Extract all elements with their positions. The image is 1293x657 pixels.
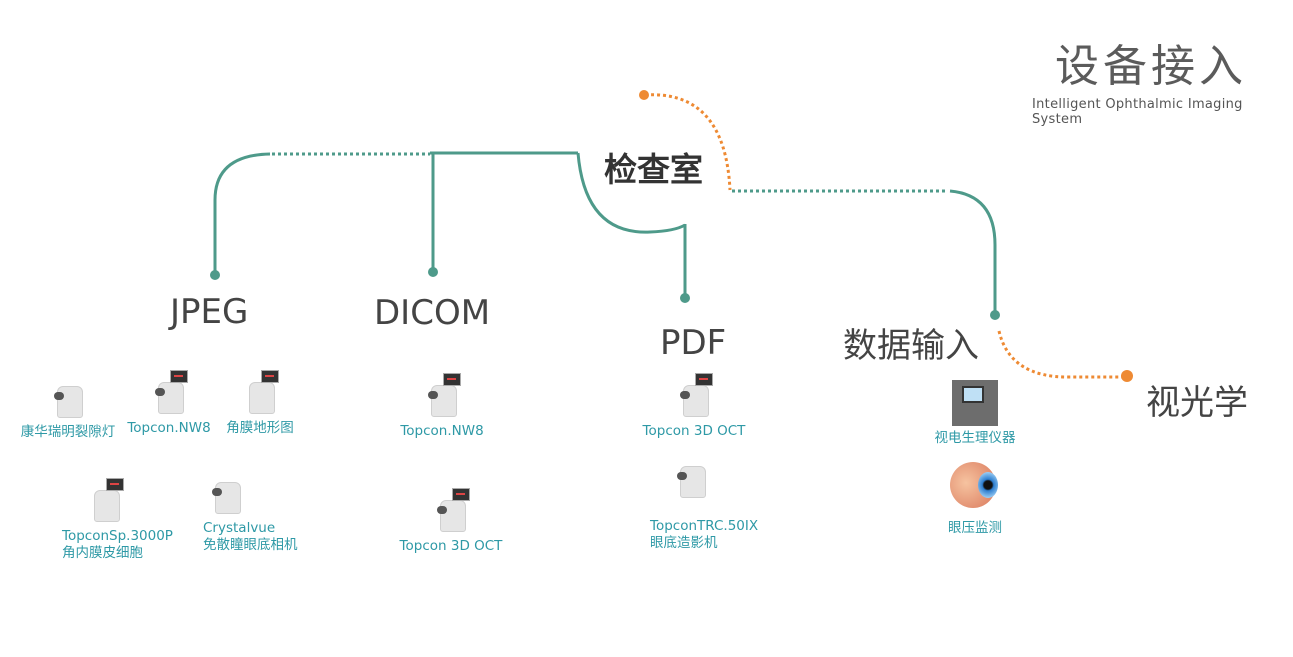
device-topcon-nw8[interactable]: Topcon.NW8 <box>123 368 215 437</box>
specular-microscope-icon <box>84 476 126 524</box>
jpeg-node-dot <box>210 270 220 280</box>
fundus-camera-icon <box>148 368 190 416</box>
jpeg-connector <box>213 152 271 275</box>
device-dicom-topcon-nw8[interactable]: Topcon.NW8 <box>390 371 494 440</box>
device-label-secondary: 免散瞳眼底相机 <box>203 537 298 553</box>
eyeball-icon <box>950 460 1000 510</box>
node-optometry: 视光学 <box>1146 383 1248 423</box>
optometry-orange-dot <box>1121 370 1133 382</box>
device-electrophysiology[interactable]: 视电生理仪器 <box>925 380 1025 447</box>
device-label: 康华瑞明裂隙灯 <box>20 424 116 440</box>
top-orange-dot <box>639 90 649 100</box>
device-iop-monitor[interactable]: 眼压监测 <box>925 460 1025 537</box>
device-label: Topcon 3D OCT <box>642 423 746 439</box>
device-label: 眼压监测 <box>948 520 1002 536</box>
dicom-node-dot <box>428 267 438 277</box>
fundus-angiography-icon <box>670 452 712 500</box>
node-data-input: 数据输入 <box>843 326 979 366</box>
device-crystalvue[interactable]: Crystalvue 免散瞳眼底相机 <box>203 468 313 554</box>
pdf-curve-connector <box>576 152 686 234</box>
top-orange-arc <box>644 93 732 191</box>
data-input-connector <box>949 189 997 315</box>
device-label: Topcon 3D OCT <box>399 538 503 554</box>
electrophysiology-icon <box>952 380 998 426</box>
device-pdf-topcon-3d-oct[interactable]: Topcon 3D OCT <box>630 371 758 440</box>
device-slit-lamp[interactable]: 康华瑞明裂隙灯 <box>12 372 124 441</box>
device-dicom-topcon-3d-oct[interactable]: Topcon 3D OCT <box>392 486 510 555</box>
page-title: 设备接入 <box>1055 41 1247 92</box>
device-corneal-topographer[interactable]: 角膜地形图 <box>220 368 300 437</box>
non-mydriatic-camera-icon <box>205 468 247 516</box>
node-dicom: DICOM <box>374 293 491 333</box>
center-node-exam-room: 检查室 <box>604 150 703 189</box>
slit-lamp-icon <box>47 372 89 420</box>
data-input-node-dot <box>990 310 1000 320</box>
optometry-orange-connector <box>997 330 1125 379</box>
device-label: Topcon.NW8 <box>127 420 211 436</box>
device-label: TopconSp.3000P <box>62 528 173 544</box>
device-label: Crystalvue <box>203 520 276 536</box>
pdf-node-dot <box>680 293 690 303</box>
device-label: 角膜地形图 <box>226 420 294 436</box>
node-pdf: PDF <box>660 323 727 363</box>
oct-icon <box>673 371 715 419</box>
oct-icon <box>430 486 472 534</box>
device-label: Topcon.NW8 <box>400 423 484 439</box>
device-topcon-trc50ix[interactable]: TopconTRC.50IX 眼底造影机 <box>650 452 780 552</box>
device-label-secondary: 眼底造影机 <box>650 535 718 551</box>
node-jpeg: JPEG <box>170 292 249 332</box>
device-topcon-sp3000p[interactable]: TopconSp.3000P 角内膜皮细胞 <box>62 476 182 562</box>
device-label-secondary: 角内膜皮细胞 <box>62 545 143 561</box>
device-label: TopconTRC.50IX <box>650 518 759 534</box>
page-subtitle: Intelligent Ophthalmic Imaging System <box>1032 97 1243 127</box>
device-label: 视电生理仪器 <box>934 430 1016 446</box>
fundus-camera-icon <box>421 371 463 419</box>
corneal-topographer-icon <box>239 368 281 416</box>
